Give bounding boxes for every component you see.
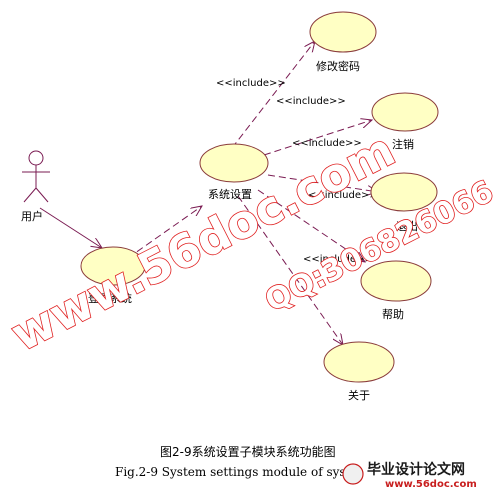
use-case-logout: 注销 (371, 92, 439, 151)
use-case-change-password: 修改密码 (309, 11, 377, 73)
figure-caption-english: Fig.2-9 System settings module of syst (115, 465, 351, 479)
include-link-logout (263, 120, 372, 156)
use-case-label: 退出 (396, 219, 418, 233)
stereotype-include: <<include>> (276, 96, 346, 107)
stereotype-include: <<include>> (216, 78, 286, 89)
include-link-about (237, 195, 343, 345)
stereotype-include: <<include>> (292, 138, 362, 149)
logo-text: 毕业设计论文网 (367, 461, 465, 478)
stereotype-include: <<include>> (308, 190, 378, 201)
actor-head (28, 150, 44, 166)
site-logo: 毕业设计论文网 www.56doc.com (342, 461, 477, 490)
use-case-label: 系统设置 (208, 188, 252, 201)
logo-url: www.56doc.com (385, 479, 477, 490)
actor-user: 用户 (21, 150, 50, 223)
use-case-label: 注销 (392, 137, 414, 151)
logo-emblem-icon (342, 463, 364, 485)
association-line (39, 207, 102, 248)
use-case-label: 关于 (348, 388, 370, 402)
use-case-system-settings: 系统设置 (199, 143, 269, 201)
include-link-login-settings (127, 206, 202, 259)
actor-label: 用户 (21, 209, 43, 223)
use-case-exit: 退出 (370, 172, 438, 233)
use-case-help: 帮助 (360, 260, 432, 321)
use-case-label: 帮助 (382, 307, 404, 321)
include-link-exit (267, 174, 378, 192)
figure-caption-chinese: 图2-9系统设置子模块系统功能图 (160, 445, 336, 459)
use-case-label: 登录系统 (88, 291, 132, 305)
include-link-change-password (231, 41, 315, 149)
use-case-login: 登录系统 (80, 246, 146, 305)
use-case-label: 修改密码 (316, 59, 360, 73)
stereotype-include: <<include>> (303, 254, 373, 265)
use-case-about: 关于 (323, 341, 395, 402)
